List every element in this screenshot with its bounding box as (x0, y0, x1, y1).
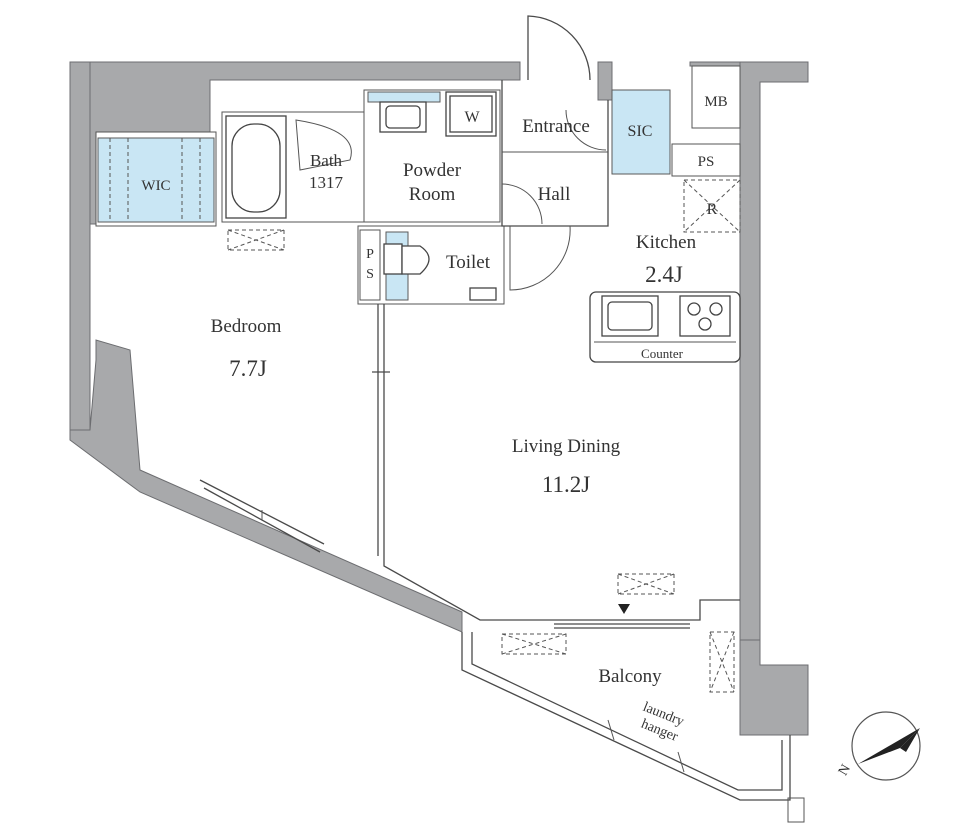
front-door (527, 15, 591, 81)
storage-areas (97, 89, 671, 301)
toilet-label: Toilet (446, 252, 491, 273)
wic-storage (97, 137, 215, 223)
entrance-arrow-icon (618, 604, 630, 614)
labels: WIC Bath 1317 Powder Room W Entrance SIC… (141, 94, 854, 778)
powder-shelf (367, 91, 441, 103)
sic-storage (611, 89, 671, 175)
ps-left-s-label: S (366, 267, 374, 282)
fixtures (225, 15, 741, 693)
toilet-icon (383, 243, 403, 275)
powder-room-label-1: Powder (403, 160, 462, 181)
bedroom-label: Bedroom (211, 316, 282, 337)
wic-label: WIC (141, 178, 170, 194)
bath-label: Bath (310, 151, 343, 170)
ps-top-label: PS (698, 154, 715, 170)
mb-label: MB (704, 94, 727, 110)
entrance-label: Entrance (522, 116, 590, 137)
kitchen-size-label: 2.4J (645, 262, 683, 287)
bedroom-size-label: 7.7J (229, 356, 267, 381)
compass-north-icon (851, 711, 921, 781)
living-dining-label: Living Dining (512, 436, 621, 457)
washer-label: W (464, 109, 480, 126)
ps-left-box (359, 229, 381, 301)
north-label: N (836, 762, 854, 778)
entrance-outline (501, 80, 609, 227)
powder-room-label-2: Room (409, 184, 456, 205)
powder-room (363, 89, 501, 223)
hall-door (509, 225, 571, 291)
ps-box (671, 143, 741, 177)
exterior-walls (69, 61, 809, 736)
refrigerator-label: R (707, 201, 718, 218)
bath-size-label: 1317 (309, 173, 344, 192)
living-dining-size-label: 11.2J (542, 472, 590, 497)
counter-label: Counter (641, 346, 684, 361)
wic-room (95, 131, 217, 227)
refrigerator-space (683, 179, 741, 233)
kitchen-label: Kitchen (636, 232, 697, 253)
mb-box (691, 65, 741, 129)
sic-label: SIC (628, 123, 653, 140)
hall-label: Hall (538, 184, 571, 205)
toilet-room (357, 225, 505, 305)
ps-left-p-label: P (366, 247, 374, 262)
balcony-label: Balcony (598, 666, 662, 687)
